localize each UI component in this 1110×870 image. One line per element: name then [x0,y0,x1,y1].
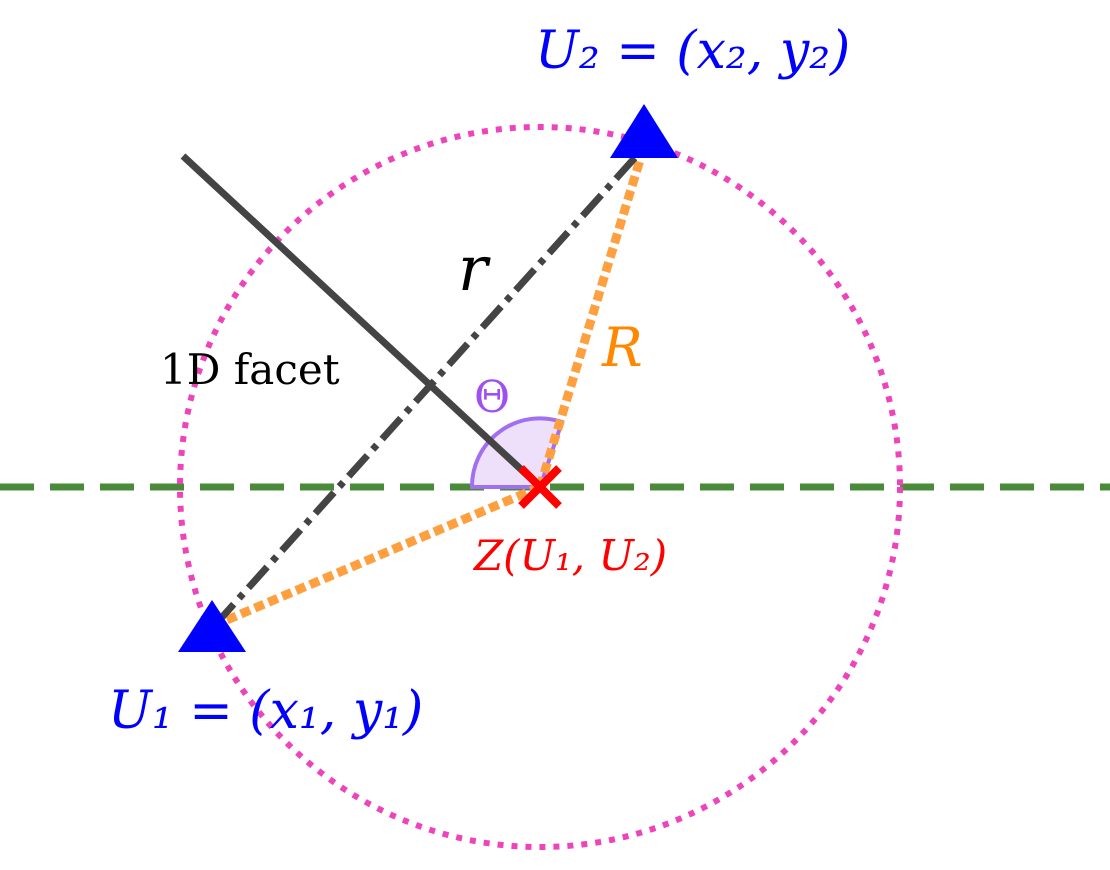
z-label: Z(U₁, U₂) [472,531,667,580]
theta-angle-arc [469,416,565,489]
r-label: r [458,232,491,305]
facet-line [180,153,543,490]
circumcircle [177,124,903,850]
u1-label: U₁ = (x₁, y₁) [108,681,423,741]
u2-label: U₂ = (x₂, y₂) [535,21,850,81]
vertex-u2-marker [610,104,678,158]
vertex-u1-marker [178,600,246,652]
z-cross-icon [518,465,562,509]
radius-to-u1 [213,482,542,630]
R-label: R [601,316,643,379]
radius-to-u2 [535,158,645,489]
chord-r [212,149,643,628]
facet-label: 1D facet [160,345,340,394]
theta-label: Θ [474,372,510,423]
